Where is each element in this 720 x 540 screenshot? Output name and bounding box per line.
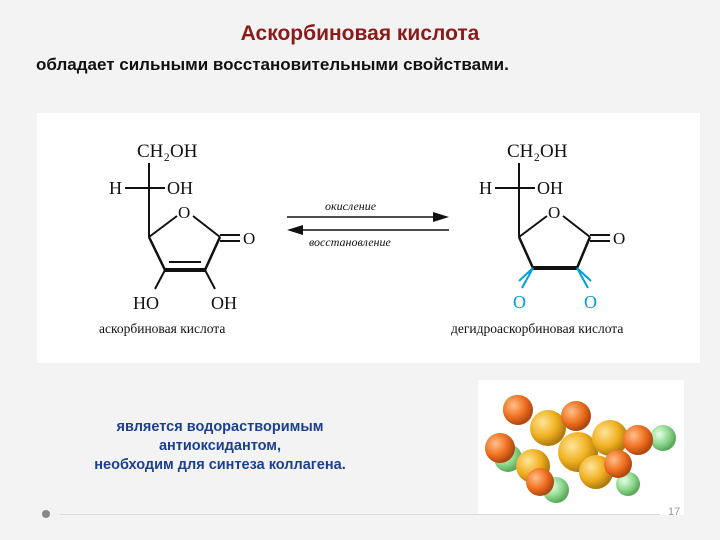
bullet-dot: [42, 510, 50, 518]
atom-sphere: [561, 401, 591, 431]
right-bottom-left: O: [513, 292, 526, 312]
atom-sphere: [623, 425, 653, 455]
atom-sphere: [604, 450, 632, 478]
reverse-arrowhead: [287, 225, 303, 235]
left-molecule-name: аскорбиновая кислота: [99, 321, 225, 336]
right-bottom-right: O: [584, 292, 597, 312]
slide-subtitle: обладает сильными восстановительными сво…: [36, 55, 509, 74]
equilibrium-arrows: окисление восстановление: [287, 199, 449, 249]
slide-title: Аскорбиновая кислота: [240, 22, 480, 45]
caption-text: является водорастворимым антиоксидантом,…: [40, 418, 400, 475]
right-keto-bond: [521, 267, 534, 289]
left-carbonyl-o: O: [243, 229, 255, 248]
atom-sphere: [503, 395, 533, 425]
left-bottom-right: OH: [211, 293, 237, 313]
page-number: 17: [668, 506, 681, 518]
footer-divider: [60, 514, 660, 515]
reverse-label: восстановление: [309, 235, 391, 249]
right-side-oh: OH: [537, 178, 563, 198]
left-ring-bond: [148, 215, 178, 238]
forward-arrowhead: [433, 212, 449, 222]
right-ring-bond: [517, 236, 535, 269]
dehydroascorbic-acid-structure: CH₂OH H OH O O O O дегидроаскорбиновая: [451, 141, 625, 336]
atom-sphere: [530, 410, 566, 446]
caption-line: необходим для синтеза коллагена.: [94, 457, 346, 473]
molecule-model-svg: [485, 395, 676, 503]
ascorbic-acid-structure: CH₂OH H OH O O HO OH аскорбиновая кислот…: [99, 141, 255, 336]
left-oh-bond-bottom: [204, 269, 216, 290]
caption-line: является водорастворимым: [116, 419, 324, 435]
right-carbonyl-o: O: [613, 229, 625, 248]
atom-sphere: [485, 433, 515, 463]
left-side-h: H: [109, 178, 122, 198]
right-ring-bond: [575, 236, 592, 269]
caption-line: антиоксидантом,: [158, 438, 282, 454]
left-bottom-left: HO: [133, 293, 159, 313]
molecule-3d-model-image: [478, 380, 684, 515]
atom-sphere: [592, 420, 628, 456]
left-ring-bond: [192, 215, 221, 238]
reaction-diagram: CH₂OH H OH O O HO OH аскорбиновая кислот…: [37, 113, 700, 363]
left-top-group: CH₂OH: [137, 141, 198, 162]
right-keto-bond: [576, 267, 592, 282]
left-ring-bond: [147, 236, 167, 271]
right-keto-bond: [576, 267, 589, 289]
left-side-oh: OH: [167, 178, 193, 198]
left-ring-bond: [203, 236, 222, 271]
right-top-group: CH₂OH: [507, 141, 568, 162]
right-keto-bond: [518, 267, 534, 282]
right-ring-bond: [518, 215, 548, 238]
right-side-h: H: [479, 178, 492, 198]
right-ring-o: O: [548, 203, 560, 222]
right-ring-bond: [562, 215, 591, 238]
right-molecule-name: дегидроаскорбиновая кислота: [451, 321, 623, 336]
atom-sphere: [616, 472, 640, 496]
left-ho-bond: [154, 269, 166, 290]
atom-sphere: [526, 468, 554, 496]
atom-sphere: [650, 425, 676, 451]
forward-label: окисление: [325, 199, 377, 213]
reaction-svg: CH₂OH H OH O O HO OH аскорбиновая кислот…: [99, 141, 625, 336]
left-ring-o: O: [178, 203, 190, 222]
